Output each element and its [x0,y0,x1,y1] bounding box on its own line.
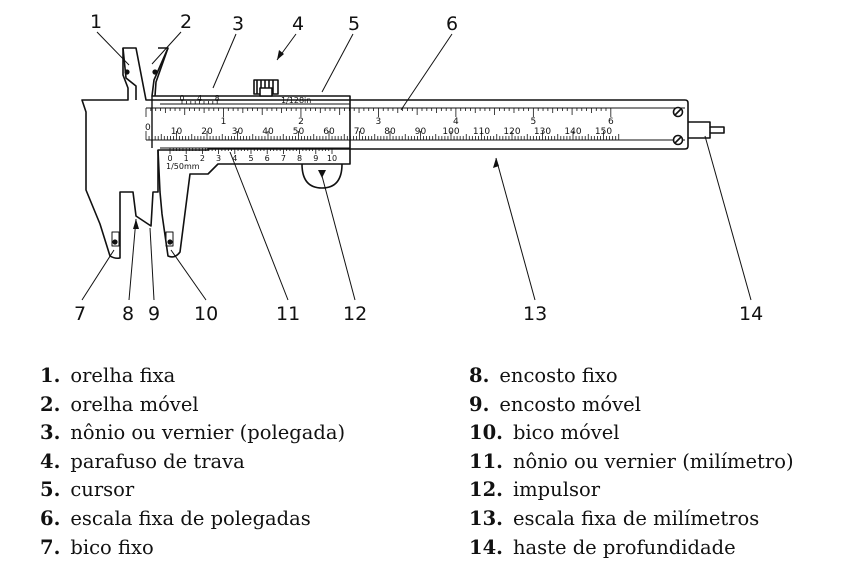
legend-item-10: 10.bico móvel [469,421,620,445]
depth-rod [688,121,725,139]
impulsor [301,163,343,189]
legend-item-1: 1.orelha fixa [40,364,176,387]
mm-scale-number: 50 [293,127,305,137]
mm-scale-number: 80 [384,127,396,137]
legend-item-5: 5.cursor [40,478,135,502]
mm-vernier-number: 0 [167,154,172,163]
legend-item-6: 6.escala fixa de polegadas [40,506,311,530]
mm-vernier-number: 2 [200,154,205,163]
mm-scale-number: 70 [354,127,366,137]
mm-vernier-number: 9 [313,154,318,163]
callouts: 1 2 3 4 5 6 7 8 9 10 11 12 13 14 [74,11,763,325]
mm-vernier-number: 8 [297,154,302,163]
legend-item-13: 13.escala fixa de milímetros [469,506,760,530]
callout-3: 3 [232,13,244,35]
mm-scale-number: 110 [473,127,490,137]
mm-scale-number: 20 [201,127,213,137]
callout-1: 1 [90,11,102,33]
scale-ticks [145,99,620,154]
legend-item-4: 4.parafuso de trava [40,449,245,473]
callout-4: 4 [292,13,304,35]
legend-right: 8.encosto fixo 9.encosto móvel 10.bico m… [469,362,846,562]
callout-8: 8 [122,303,134,325]
legend-item-9: 9.encosto móvel [469,392,641,416]
mm-scale-number: 120 [503,127,520,137]
movable-ear [154,47,169,97]
inch-scale-number: 4 [453,117,459,127]
callout-9: 9 [148,303,160,325]
inch-scale-number: 6 [608,117,614,127]
callout-7: 7 [74,303,86,325]
inch-vernier-number: 0 [179,94,184,103]
mm-scale-number: 30 [232,127,244,137]
inch-scale-number: 3 [376,117,382,127]
legend-item-2: 2.orelha móvel [40,392,199,416]
mm-scale-number: 90 [415,127,427,137]
mm-scale-number: 60 [323,127,335,137]
inch-scale-number: 1 [221,117,227,127]
legend-item-14: 14.haste de profundidade [469,535,736,559]
legend-item-8: 8.encosto fixo [469,364,618,387]
callout-12: 12 [343,303,367,325]
callout-2: 2 [180,11,192,33]
inch-scale-number: 2 [298,117,304,127]
inch-scale-number: 5 [530,117,536,127]
mm-vernier-number: 10 [327,154,337,163]
legend-item-11: 11.nônio ou vernier (milímetro) [469,449,794,473]
legend-item-12: 12.impulsor [469,478,601,502]
mm-scale-number: 130 [534,127,551,137]
inch-vernier-label: 1/128in [281,96,311,105]
inch-vernier-number: 8 [215,94,220,103]
cursor-outline [151,47,351,258]
mm-vernier-number: 1 [184,154,189,163]
main-scale-zero: 0 [145,123,151,133]
mm-scale-number: 150 [595,127,612,137]
mm-vernier-label: 1/50mm [166,162,200,171]
mm-scale-number: 100 [442,127,459,137]
callout-10: 10 [194,303,218,325]
mm-scale-number: 10 [171,127,183,137]
mm-vernier-number: 4 [232,154,237,163]
inch-vernier-number: 4 [197,94,202,103]
legend-item-7: 7.bico fixo [40,535,154,559]
callout-14: 14 [739,303,763,325]
mm-vernier-number: 3 [216,154,221,163]
mm-vernier-number: 5 [248,154,253,163]
callout-5: 5 [348,13,360,35]
mm-vernier-number: 6 [265,154,270,163]
mm-scale-number: 40 [262,127,274,137]
callout-11: 11 [276,303,300,325]
callout-13: 13 [523,303,547,325]
fixed-ear [122,47,137,100]
callout-6: 6 [446,13,458,35]
legend-item-3: 3.nônio ou vernier (polegada) [40,421,346,445]
fixed-body-outline [81,47,689,260]
mm-scale-number: 140 [564,127,581,137]
legend-left: 1.orelha fixa 2.orelha móvel 3.nônio ou … [40,362,440,562]
mm-vernier-number: 7 [281,154,286,163]
